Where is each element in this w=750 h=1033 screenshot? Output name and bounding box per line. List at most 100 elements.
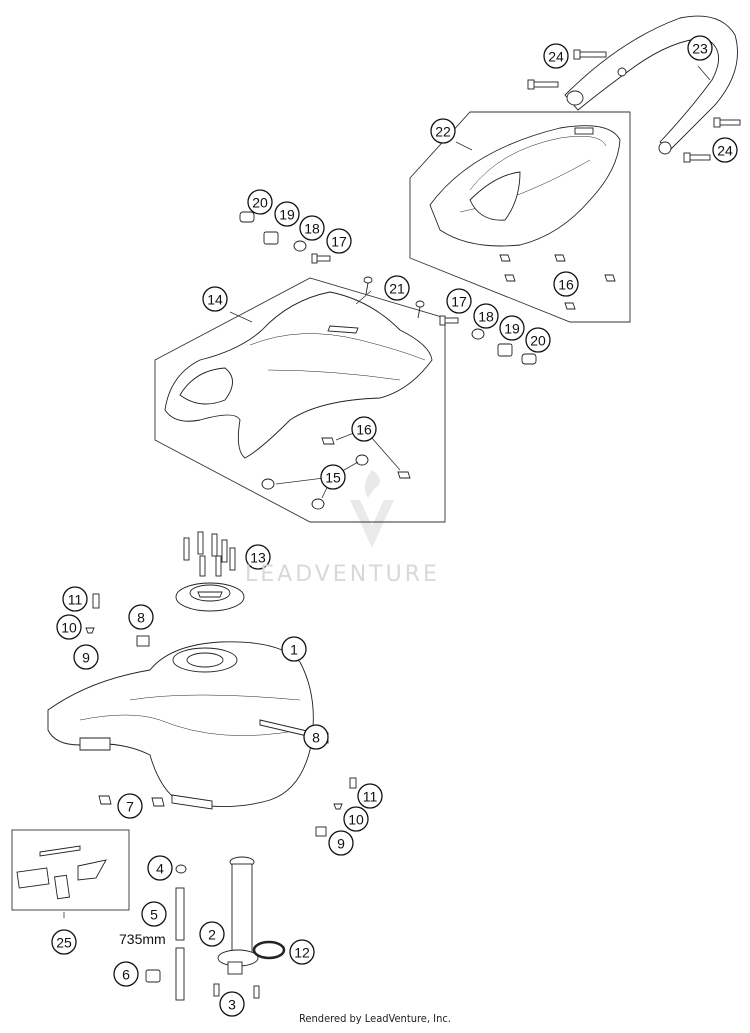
callout-circle bbox=[62, 586, 88, 612]
spring-nut-left bbox=[136, 635, 150, 647]
fuel-cap-screws bbox=[183, 531, 236, 577]
callout-25: 25 bbox=[51, 929, 77, 955]
callout-circle bbox=[247, 189, 273, 215]
o-ring bbox=[252, 940, 286, 960]
callout-circle bbox=[473, 303, 499, 329]
callout-20: 20 bbox=[525, 327, 551, 353]
callout-circle bbox=[687, 35, 713, 61]
footer-credit: Rendered by LeadVenture, Inc. bbox=[299, 1012, 451, 1025]
seat-nut-3 bbox=[311, 498, 325, 510]
screw-right bbox=[439, 315, 459, 326]
screw-right-11 bbox=[349, 777, 357, 789]
callout-circle bbox=[113, 961, 139, 987]
callout-circle bbox=[499, 315, 525, 341]
callout-circle bbox=[51, 929, 77, 955]
callout-number: 8 bbox=[137, 610, 145, 626]
seat-clip-2 bbox=[397, 471, 411, 479]
callout-circle bbox=[128, 604, 154, 630]
rider-seat-group-frame bbox=[154, 277, 446, 523]
hose-length-label: 735mm bbox=[119, 931, 166, 947]
callout-circle bbox=[543, 43, 569, 69]
callout-number: 12 bbox=[294, 945, 310, 961]
callout-number: 24 bbox=[548, 49, 564, 65]
callout-11: 11 bbox=[62, 586, 88, 612]
callout-20: 20 bbox=[247, 189, 273, 215]
callout-9: 9 bbox=[73, 644, 99, 670]
fuel-pump bbox=[217, 856, 259, 975]
callout-21: 21 bbox=[384, 275, 410, 301]
callout-17: 17 bbox=[326, 228, 352, 254]
seat-nut-1 bbox=[261, 478, 275, 490]
bracket-clip-1 bbox=[98, 795, 112, 805]
callout-circle bbox=[199, 921, 225, 947]
callout-circle bbox=[446, 288, 472, 314]
callout-number: 7 bbox=[126, 799, 134, 815]
callout-number: 2 bbox=[208, 927, 216, 943]
rubber-buffer-upper bbox=[239, 211, 255, 223]
fuel-tank bbox=[47, 641, 321, 810]
callout-number: 1 bbox=[290, 642, 298, 658]
callout-3: 3 bbox=[219, 991, 245, 1017]
callout-number: 18 bbox=[478, 309, 494, 325]
callout-circle bbox=[245, 544, 271, 570]
callout-1: 1 bbox=[281, 636, 307, 662]
callout-number: 6 bbox=[122, 967, 130, 983]
seat-clip-1 bbox=[321, 437, 335, 445]
callout-number: 17 bbox=[451, 294, 467, 310]
callout-number: 24 bbox=[717, 143, 733, 159]
callout-circle bbox=[357, 783, 383, 809]
callout-circle bbox=[147, 855, 173, 881]
callout-22: 22 bbox=[430, 118, 456, 144]
callout-circle bbox=[384, 275, 410, 301]
callout-23: 23 bbox=[687, 35, 713, 61]
callout-circle bbox=[274, 201, 300, 227]
callout-number: 11 bbox=[68, 592, 83, 608]
callout-number: 21 bbox=[389, 281, 405, 297]
passenger-seat bbox=[429, 125, 621, 310]
callout-16: 16 bbox=[553, 271, 579, 297]
bracket-clip-2 bbox=[151, 797, 165, 807]
callout-circle bbox=[343, 806, 369, 832]
callout-number: 10 bbox=[348, 812, 364, 828]
callout-circle bbox=[326, 228, 352, 254]
screw-upper bbox=[311, 253, 331, 264]
callout-number: 16 bbox=[558, 277, 574, 293]
callout-10: 10 bbox=[56, 614, 82, 640]
callout-circle bbox=[73, 644, 99, 670]
callout-circle bbox=[141, 901, 167, 927]
callout-number: 25 bbox=[56, 935, 72, 951]
washer-upper bbox=[293, 240, 307, 252]
sticker-kit bbox=[16, 845, 107, 900]
callout-number: 5 bbox=[150, 907, 158, 923]
callout-24: 24 bbox=[543, 43, 569, 69]
callout-12: 12 bbox=[289, 939, 315, 965]
seat-screw-2 bbox=[415, 300, 425, 319]
callout-number: 15 bbox=[325, 470, 341, 486]
callout-2: 2 bbox=[199, 921, 225, 947]
rider-seat bbox=[164, 291, 433, 459]
bolt-lower bbox=[713, 117, 741, 128]
seat-nut-2 bbox=[355, 454, 369, 466]
callout-circle bbox=[202, 286, 228, 312]
callout-19: 19 bbox=[499, 315, 525, 341]
callout-circle bbox=[281, 636, 307, 662]
callout-circle bbox=[117, 793, 143, 819]
callout-circle bbox=[430, 118, 456, 144]
fuel-hose bbox=[175, 887, 185, 1001]
bolt-upper bbox=[573, 49, 607, 60]
callout-number: 9 bbox=[337, 836, 345, 852]
grab-handle bbox=[564, 15, 738, 155]
passenger-seat-group-frame bbox=[409, 111, 631, 323]
callout-circle bbox=[299, 215, 325, 241]
callout-11: 11 bbox=[357, 783, 383, 809]
callout-number: 14 bbox=[207, 292, 223, 308]
callout-number: 11 bbox=[363, 789, 378, 805]
callout-9: 9 bbox=[328, 830, 354, 856]
watermark-text: LEADVENTURE bbox=[245, 562, 440, 587]
callout-number: 20 bbox=[530, 333, 546, 349]
callout-circle bbox=[351, 416, 377, 442]
seat-screw-1 bbox=[363, 276, 373, 295]
bushing-upper bbox=[263, 231, 279, 245]
